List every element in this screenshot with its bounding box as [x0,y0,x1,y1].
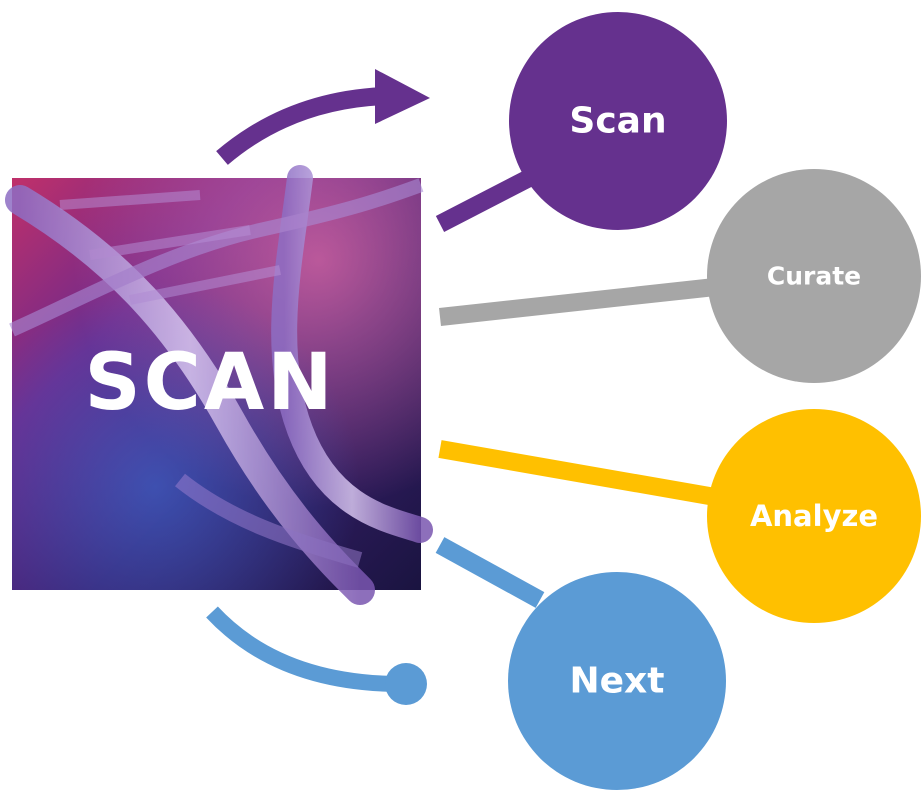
node-curate-circle[interactable] [707,169,921,383]
connector-curate [439,278,716,326]
node-scan[interactable]: Scan [509,12,727,230]
bottom-curved-connector [206,606,406,693]
node-curate-label: Curate [767,262,861,291]
connectors [206,69,717,705]
node-next[interactable]: Next [508,572,726,790]
top-arrow-head [375,69,430,124]
node-next-label: Next [570,661,665,702]
dna-helix-graphic [5,165,433,605]
node-curate[interactable]: Curate [707,169,921,383]
connector-analyze [438,440,717,506]
bottom-connector-dot [385,663,427,705]
node-analyze[interactable]: Analyze [707,409,921,623]
node-analyze-circle[interactable] [707,409,921,623]
hero-title: SCAN [84,338,335,428]
connector-next [435,537,545,608]
connector-scan [435,167,540,232]
top-curved-arrow [216,87,386,165]
node-analyze-label: Analyze [750,499,878,533]
hero-image: SCAN [5,165,433,605]
node-next-circle[interactable] [508,572,726,790]
node-scan-circle[interactable] [509,12,727,230]
node-scan-label: Scan [569,101,666,142]
